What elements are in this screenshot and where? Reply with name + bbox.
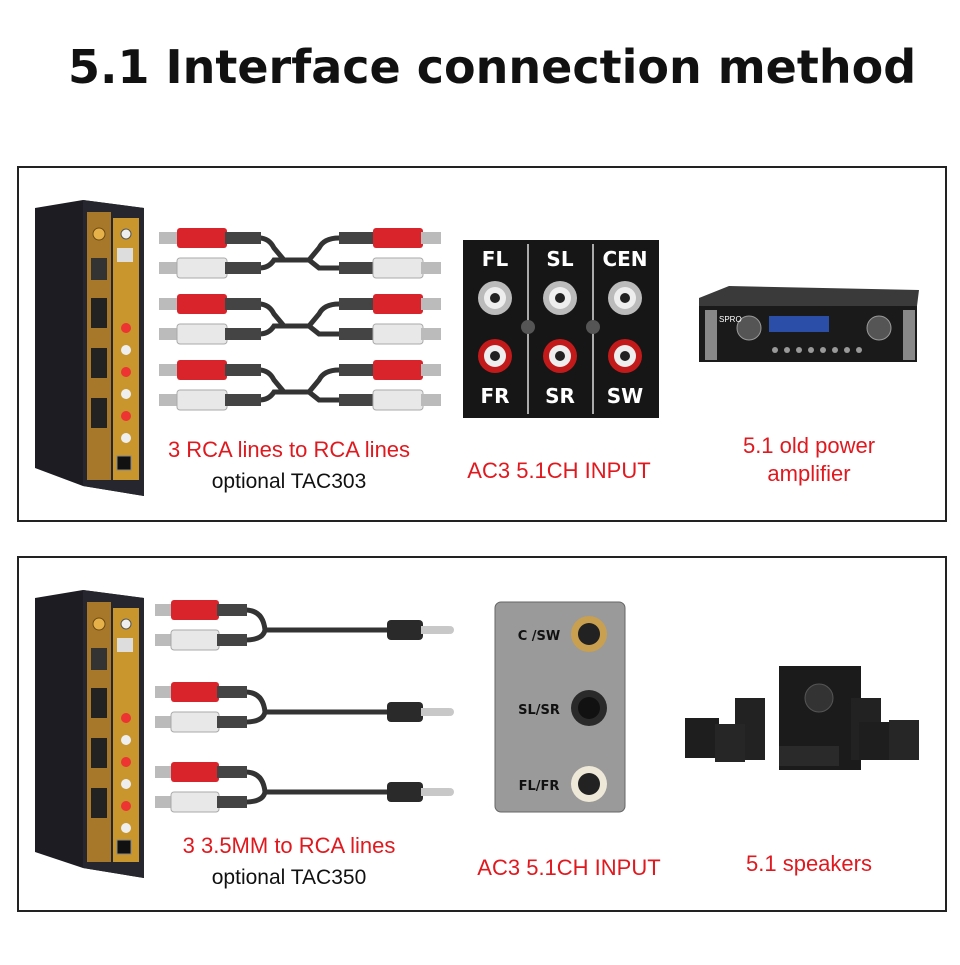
cable-option-caption: optional TAC303 (211, 470, 367, 493)
mm-input-plate: C /SW SL/SR FL/FR (494, 601, 626, 813)
device-caption: 5.1 speakers (746, 851, 872, 876)
mm-connection-panel: C /SW SL/SR FL/FR 3 3.5MM to RCA lines o… (17, 556, 947, 912)
jack-label-sr: SR (545, 384, 575, 408)
cable-caption: 3 3.5MM to RCA lines (182, 833, 396, 858)
jack-label-csw: C /SW (518, 629, 561, 644)
mm-cable-3 (155, 762, 454, 813)
power-amplifier-image: SPRO (699, 286, 919, 362)
jack-label-sl: SL (546, 247, 573, 271)
jack-label-fl: FL (482, 247, 509, 271)
rca-cable-2 (159, 294, 441, 345)
rca-connection-illustration: FL SL CEN FR SR SW SPRO (35, 200, 919, 496)
device-caption-line1: 5.1 old power (742, 433, 876, 458)
jack-label-sw: SW (607, 384, 643, 408)
rca-connection-panel: FL SL CEN FR SR SW SPRO 3 RCA lines to R… (17, 166, 947, 522)
rca-input-plate: FL SL CEN FR SR SW (463, 240, 659, 418)
rca-cable-3 (159, 360, 441, 411)
converter-device (35, 200, 144, 496)
input-caption: AC3 5.1CH INPUT (467, 458, 651, 483)
jack-label-slsr: SL/SR (518, 703, 560, 718)
device-caption-line2: amplifier (767, 461, 851, 486)
mm-cable-2 (155, 682, 454, 733)
page-title: 5.1 Interface connection method (68, 40, 917, 94)
cable-option-caption: optional TAC350 (211, 866, 367, 889)
input-caption: AC3 5.1CH INPUT (477, 855, 661, 880)
mm-connection-illustration: C /SW SL/SR FL/FR (35, 590, 919, 878)
jack-label-flfr: FL/FR (519, 779, 560, 794)
cable-caption: 3 RCA lines to RCA lines (167, 437, 411, 462)
rca-cable-1 (159, 228, 441, 279)
mm-cable-1 (155, 600, 454, 651)
converter-device (35, 590, 144, 878)
amp-brand-label: SPRO (719, 315, 742, 324)
jack-label-fr: FR (480, 384, 509, 408)
jack-label-cen: CEN (602, 247, 647, 271)
speakers-image (685, 666, 919, 770)
